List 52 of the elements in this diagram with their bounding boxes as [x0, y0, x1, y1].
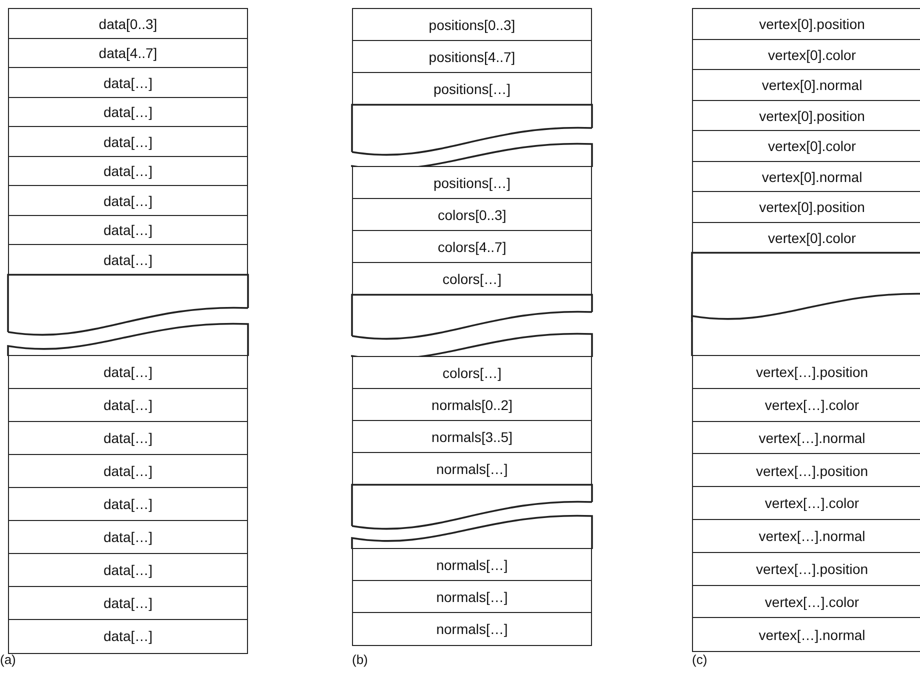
torn-cell: [691, 292, 920, 357]
memory-cell: vertex[0].position: [692, 191, 920, 223]
memory-cell: vertex[…].color: [692, 486, 920, 520]
memory-cell: vertex[0].color: [692, 130, 920, 162]
memory-cell: normals[…]: [352, 580, 592, 614]
memory-cell: normals[3..5]: [352, 420, 592, 454]
memory-cell: data[…]: [8, 487, 248, 522]
torn-cell: [351, 332, 593, 360]
torn-cell: [351, 294, 593, 340]
memory-cell: vertex[…].position: [692, 355, 920, 390]
memory-cell: data[…]: [8, 126, 248, 157]
memory-cell: data[…]: [8, 96, 248, 128]
memory-cell: data[…]: [8, 214, 248, 246]
memory-cell: normals[…]: [352, 452, 592, 486]
torn-cell: [7, 322, 249, 357]
torn-cell: [7, 273, 249, 336]
memory-cell: data[…]: [8, 67, 248, 98]
memory-cell: vertex[0].position: [692, 8, 920, 40]
memory-cell: vertex[…].normal: [692, 617, 920, 652]
memory-cell: data[0..3]: [8, 8, 248, 39]
memory-cell: normals[0..2]: [352, 388, 592, 422]
memory-cell: data[…]: [8, 619, 248, 654]
panel-caption: (a): [0, 652, 16, 667]
memory-cell: normals[…]: [352, 548, 592, 582]
memory-cell: colors[…]: [352, 356, 592, 390]
memory-cell: data[…]: [8, 156, 248, 186]
memory-cell: data[…]: [8, 586, 248, 620]
panel-caption: (b): [352, 652, 368, 667]
memory-cell: colors[4..7]: [352, 230, 592, 264]
memory-cell: vertex[0].normal: [692, 69, 920, 101]
memory-cell: positions[…]: [352, 166, 592, 200]
memory-cell: positions[…]: [352, 72, 592, 106]
memory-cell: data[…]: [8, 355, 248, 390]
memory-cell: data[4..7]: [8, 38, 248, 68]
memory-cell: data[…]: [8, 421, 248, 456]
torn-cell: [351, 142, 593, 170]
memory-cell: vertex[…].position: [692, 453, 920, 488]
memory-cell: colors[…]: [352, 262, 592, 296]
memory-cell: data[…]: [8, 388, 248, 422]
torn-cell: [351, 514, 593, 550]
memory-cell: normals[…]: [352, 612, 592, 646]
memory-cell: positions[0..3]: [352, 8, 592, 42]
memory-cell: data[…]: [8, 553, 248, 588]
memory-cell: data[…]: [8, 520, 248, 554]
memory-cell: data[…]: [8, 454, 248, 488]
memory-cell: data[…]: [8, 244, 248, 275]
memory-cell: positions[4..7]: [352, 40, 592, 74]
panel-caption: (c): [692, 652, 708, 667]
memory-cell: colors[0..3]: [352, 198, 592, 232]
torn-cell: [351, 104, 593, 156]
torn-cell: [351, 484, 593, 530]
memory-cell: data[…]: [8, 185, 248, 216]
